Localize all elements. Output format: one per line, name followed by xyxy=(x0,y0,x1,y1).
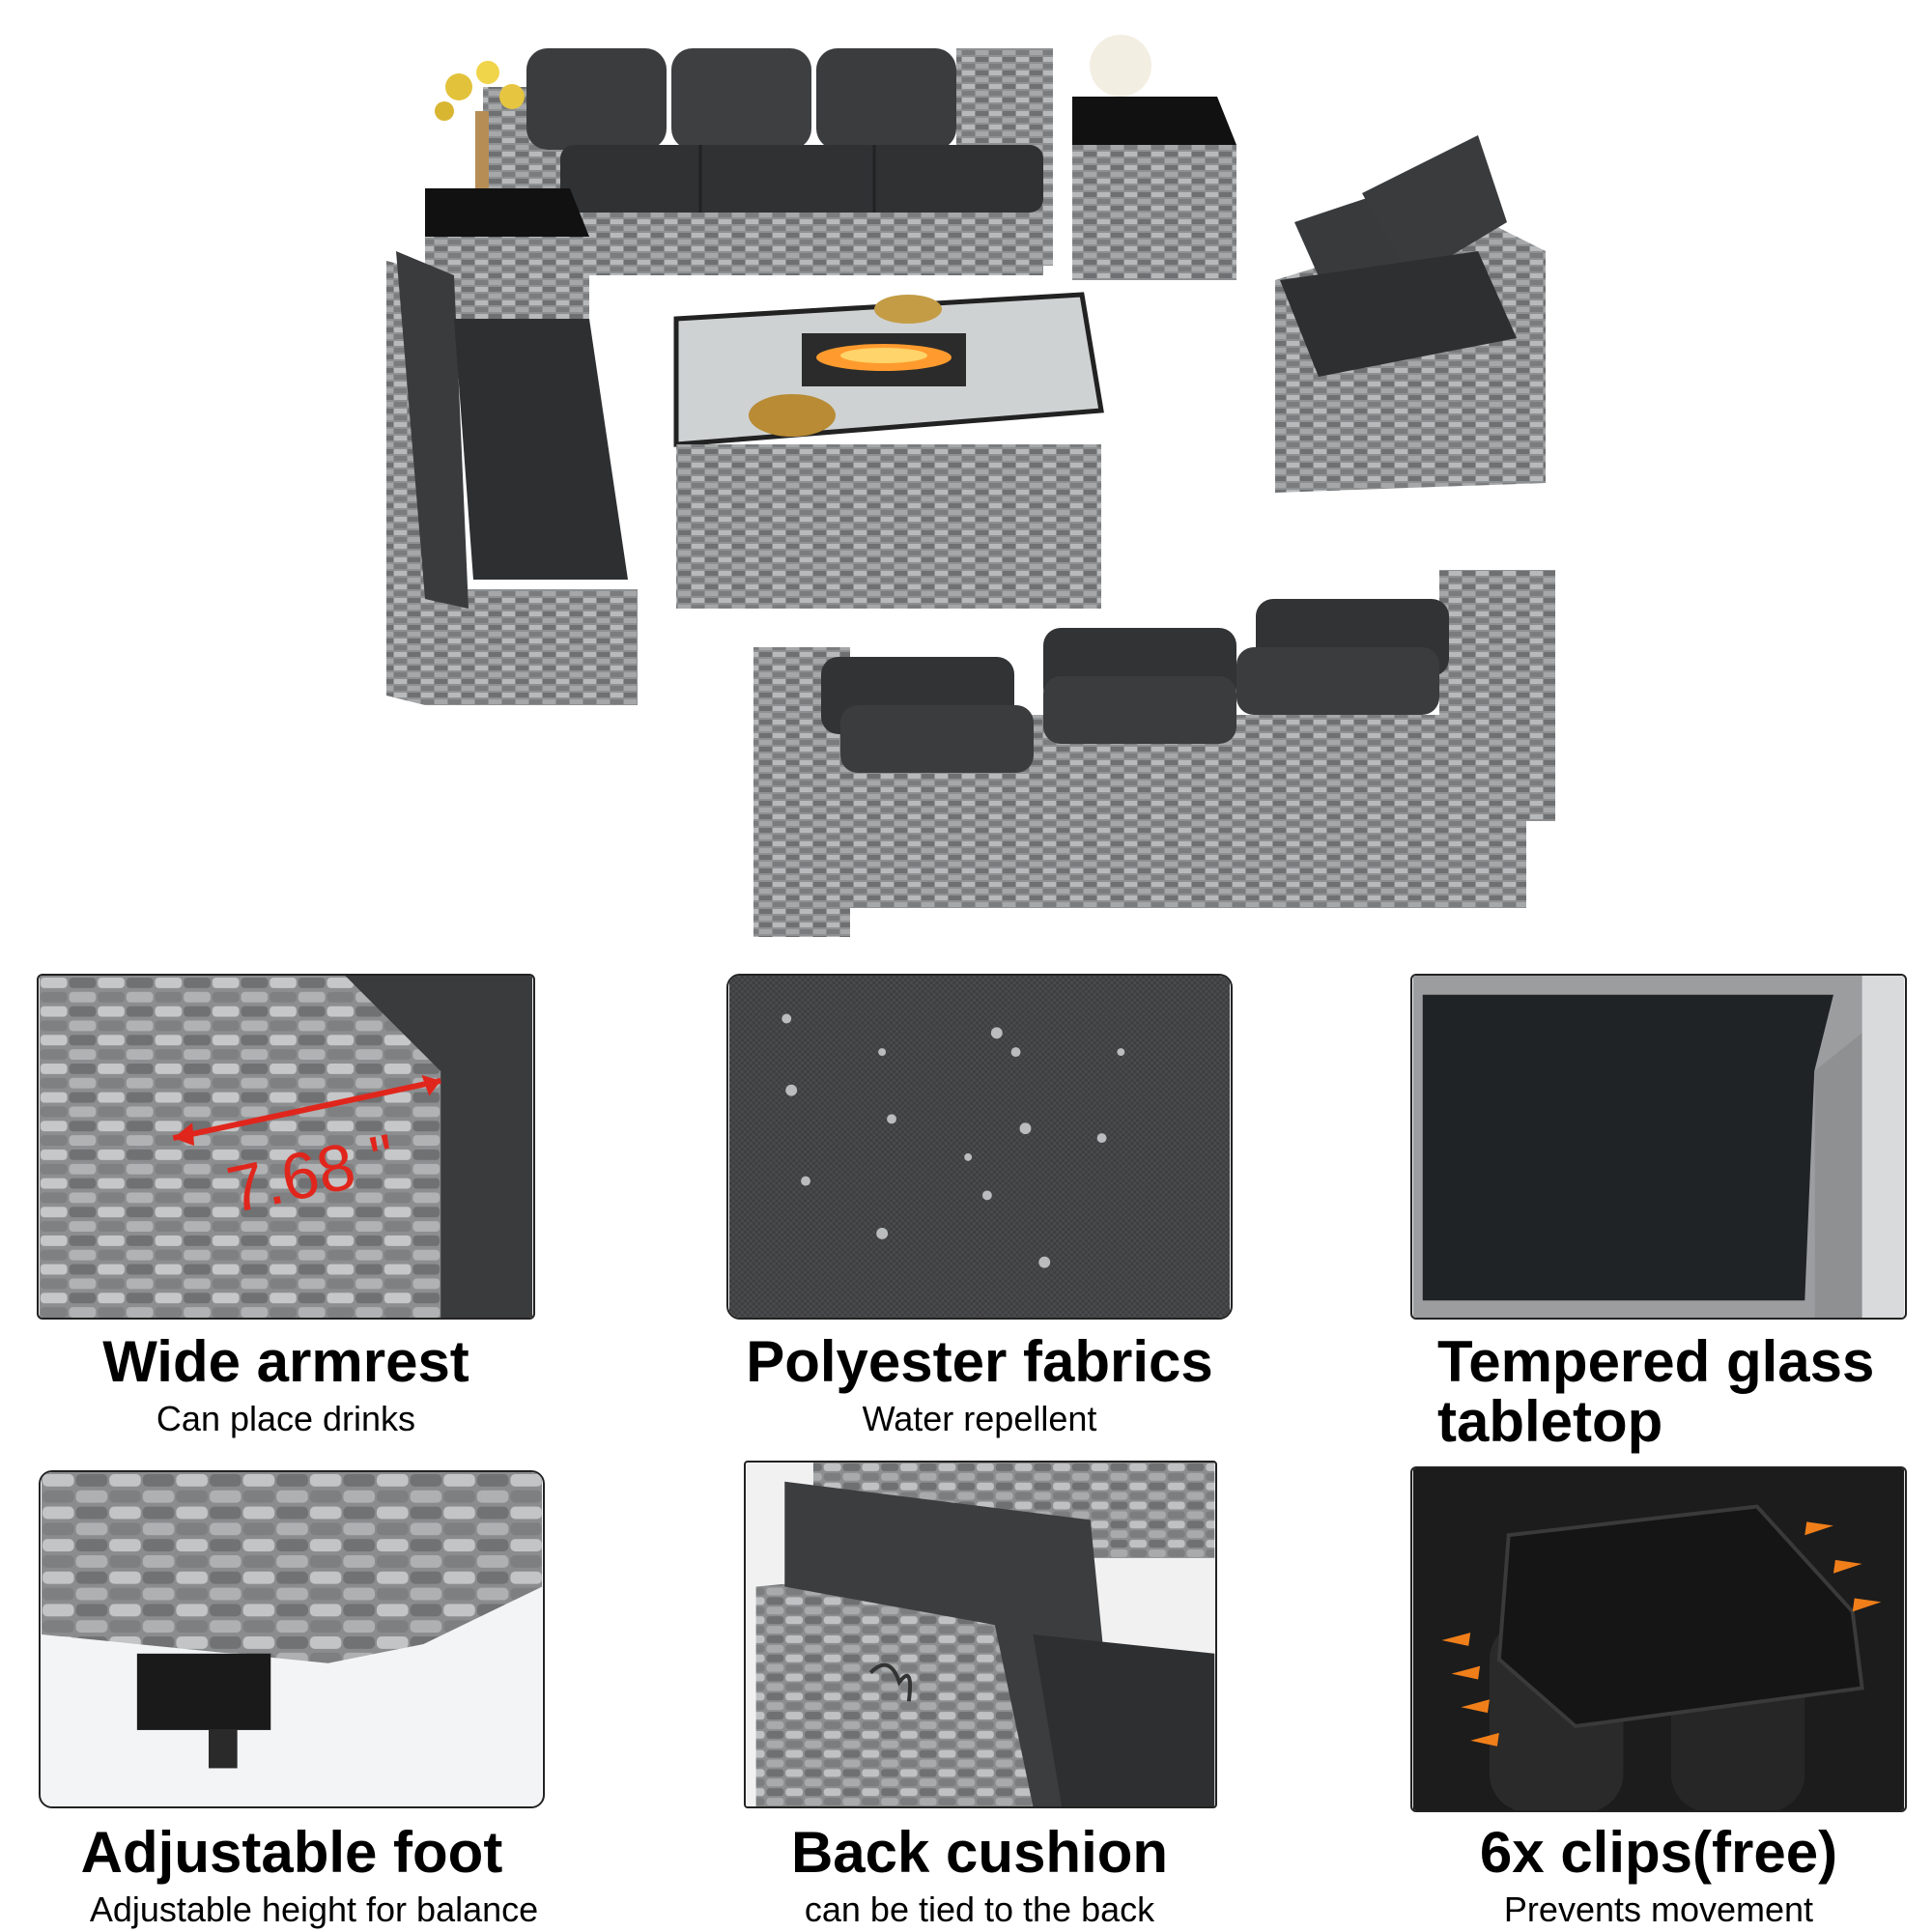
back-sofa xyxy=(483,48,1053,275)
glass-tabletop-photo xyxy=(1410,974,1907,1320)
feature-subtitle-adjustable-foot: Adjustable height for balance xyxy=(89,1889,539,1929)
back-cushion-photo xyxy=(744,1461,1217,1808)
left-loveseat xyxy=(386,251,638,705)
hero-product-image xyxy=(367,29,1719,956)
feature-title-polyester-fabrics: Polyester fabrics xyxy=(746,1329,1213,1394)
feature-title-back-cushion: Back cushion xyxy=(790,1820,1169,1885)
feature-subtitle-back-cushion: can be tied to the back xyxy=(804,1889,1155,1929)
feature-subtitle-clips: Prevents movement xyxy=(1503,1889,1814,1929)
right-loveseat xyxy=(1275,135,1546,493)
feature-title-adjustable-foot: Adjustable foot xyxy=(80,1820,503,1885)
front-sofa xyxy=(753,570,1555,937)
feature-subtitle-polyester-fabrics: Water repellent xyxy=(862,1399,1097,1438)
feature-title-clips: 6x clips(free) xyxy=(1479,1820,1838,1885)
right-side-table xyxy=(1072,35,1236,280)
adjustable-foot-photo xyxy=(39,1470,545,1808)
feature-subtitle-wide-armrest: Can place drinks xyxy=(156,1399,416,1438)
fire-pit-table xyxy=(673,292,1104,609)
feature-title-tempered-glass-line2: tabletop xyxy=(1437,1389,1663,1454)
armrest-photo xyxy=(37,974,535,1320)
feature-title-tempered-glass-line1: Tempered glass xyxy=(1437,1329,1875,1394)
clips-photo xyxy=(1410,1466,1907,1812)
feature-title-wide-armrest: Wide armrest xyxy=(102,1329,469,1394)
fabric-photo xyxy=(726,974,1233,1320)
